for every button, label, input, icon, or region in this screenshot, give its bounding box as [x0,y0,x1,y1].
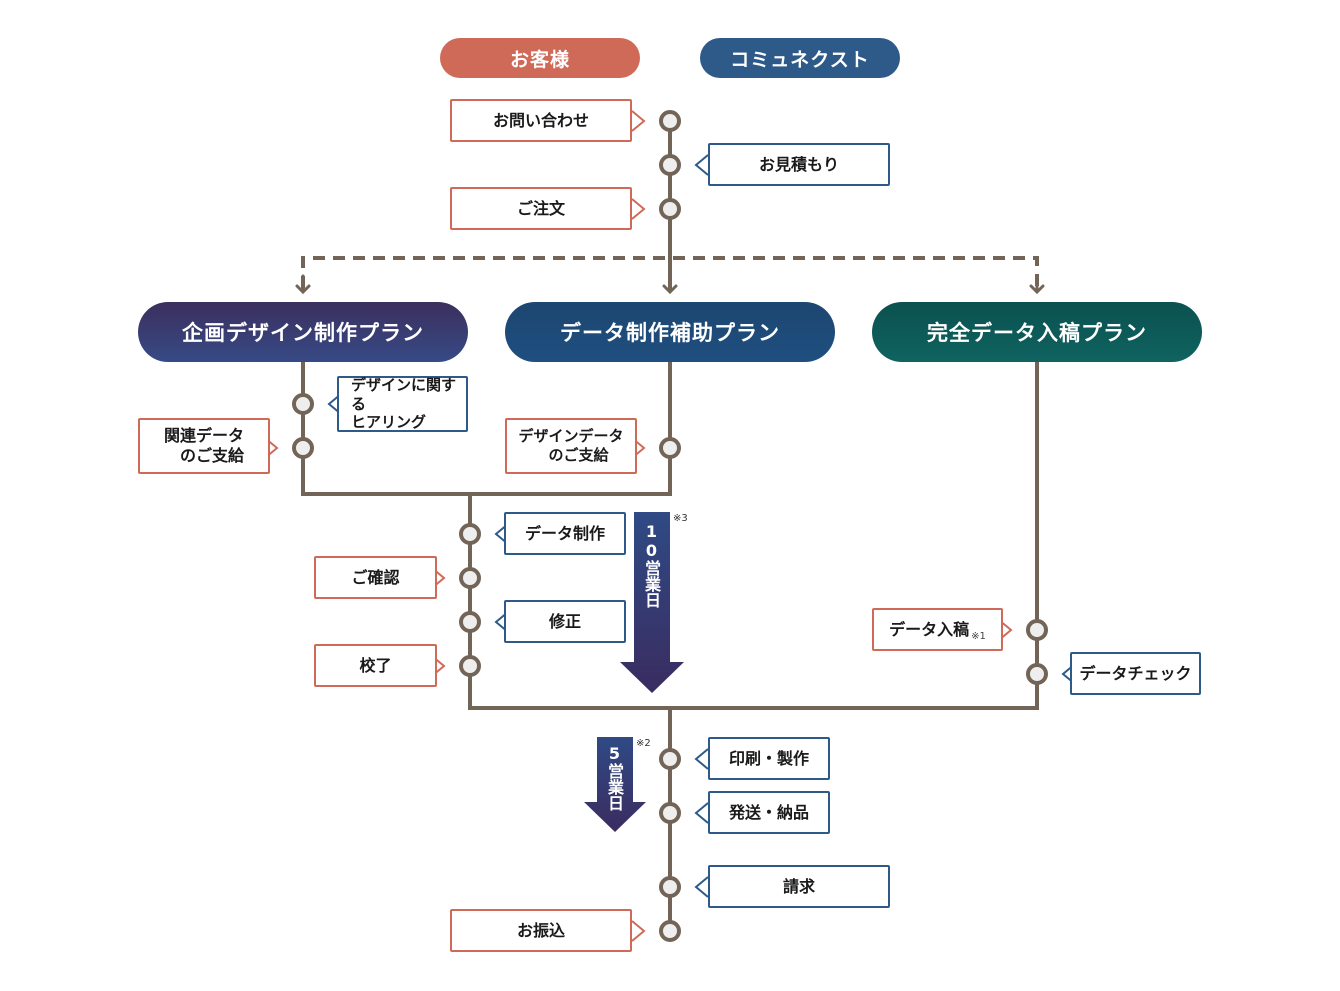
step-payment: お振込 [450,909,632,952]
note-1: ※1 [971,630,986,642]
step-node [659,110,681,132]
step-node [1026,663,1048,685]
duration-arrow-10days [620,512,684,693]
step-data-submission: データ入稿※1 [872,608,1003,651]
step-node [659,920,681,942]
step-shipping: 発送・納品 [708,791,830,834]
step-confirm: ご確認 [314,556,437,599]
arrow-down-icon [662,274,678,295]
lane-header-company: コミュネクスト [700,38,900,78]
step-data-production: データ制作 [504,512,626,555]
note-3: ※3 [673,513,688,524]
step-related-data: 関連データ のご支給 [138,418,270,474]
step-node [659,748,681,770]
step-node [659,437,681,459]
step-billing: 請求 [708,865,890,908]
step-node [459,567,481,589]
note-2: ※2 [636,738,651,749]
step-node [459,655,481,677]
step-node [1026,619,1048,641]
callout-tail [631,198,646,220]
step-inquiry: お問い合わせ [450,99,632,142]
callout-tail [631,920,646,942]
plan-data-assist: データ制作補助プラン [505,302,835,362]
step-order: ご注文 [450,187,632,230]
plan-full-data: 完全データ入稿プラン [872,302,1202,362]
step-node [459,523,481,545]
step-node [292,437,314,459]
arrow-down-icon [1029,274,1045,295]
arrow-down-icon [295,274,311,295]
step-printing: 印刷・製作 [708,737,830,780]
callout-tail [694,748,709,770]
callout-tail [694,802,709,824]
step-final-proof: 校了 [314,644,437,687]
step-node [659,198,681,220]
plan-design: 企画デザイン制作プラン [138,302,468,362]
data-submission-label: データ入稿 [889,619,970,639]
step-node [459,611,481,633]
step-node [659,154,681,176]
step-node [659,876,681,898]
callout-tail [631,110,646,132]
step-data-check: データチェック [1070,652,1201,695]
step-design-data: デザインデータ のご支給 [505,418,637,474]
lane-header-customer: お客様 [440,38,640,78]
duration-label-5days: 5営業日 [605,744,624,811]
callout-tail [694,876,709,898]
step-node [659,802,681,824]
duration-arrow-5days [584,737,646,832]
step-estimate: お見積もり [708,143,890,186]
step-design-hearing: デザインに関する ヒアリング [337,376,468,432]
duration-label-10days: 10営業日 [642,522,661,608]
callout-tail [694,154,709,176]
step-revision: 修正 [504,600,626,643]
step-node [292,393,314,415]
